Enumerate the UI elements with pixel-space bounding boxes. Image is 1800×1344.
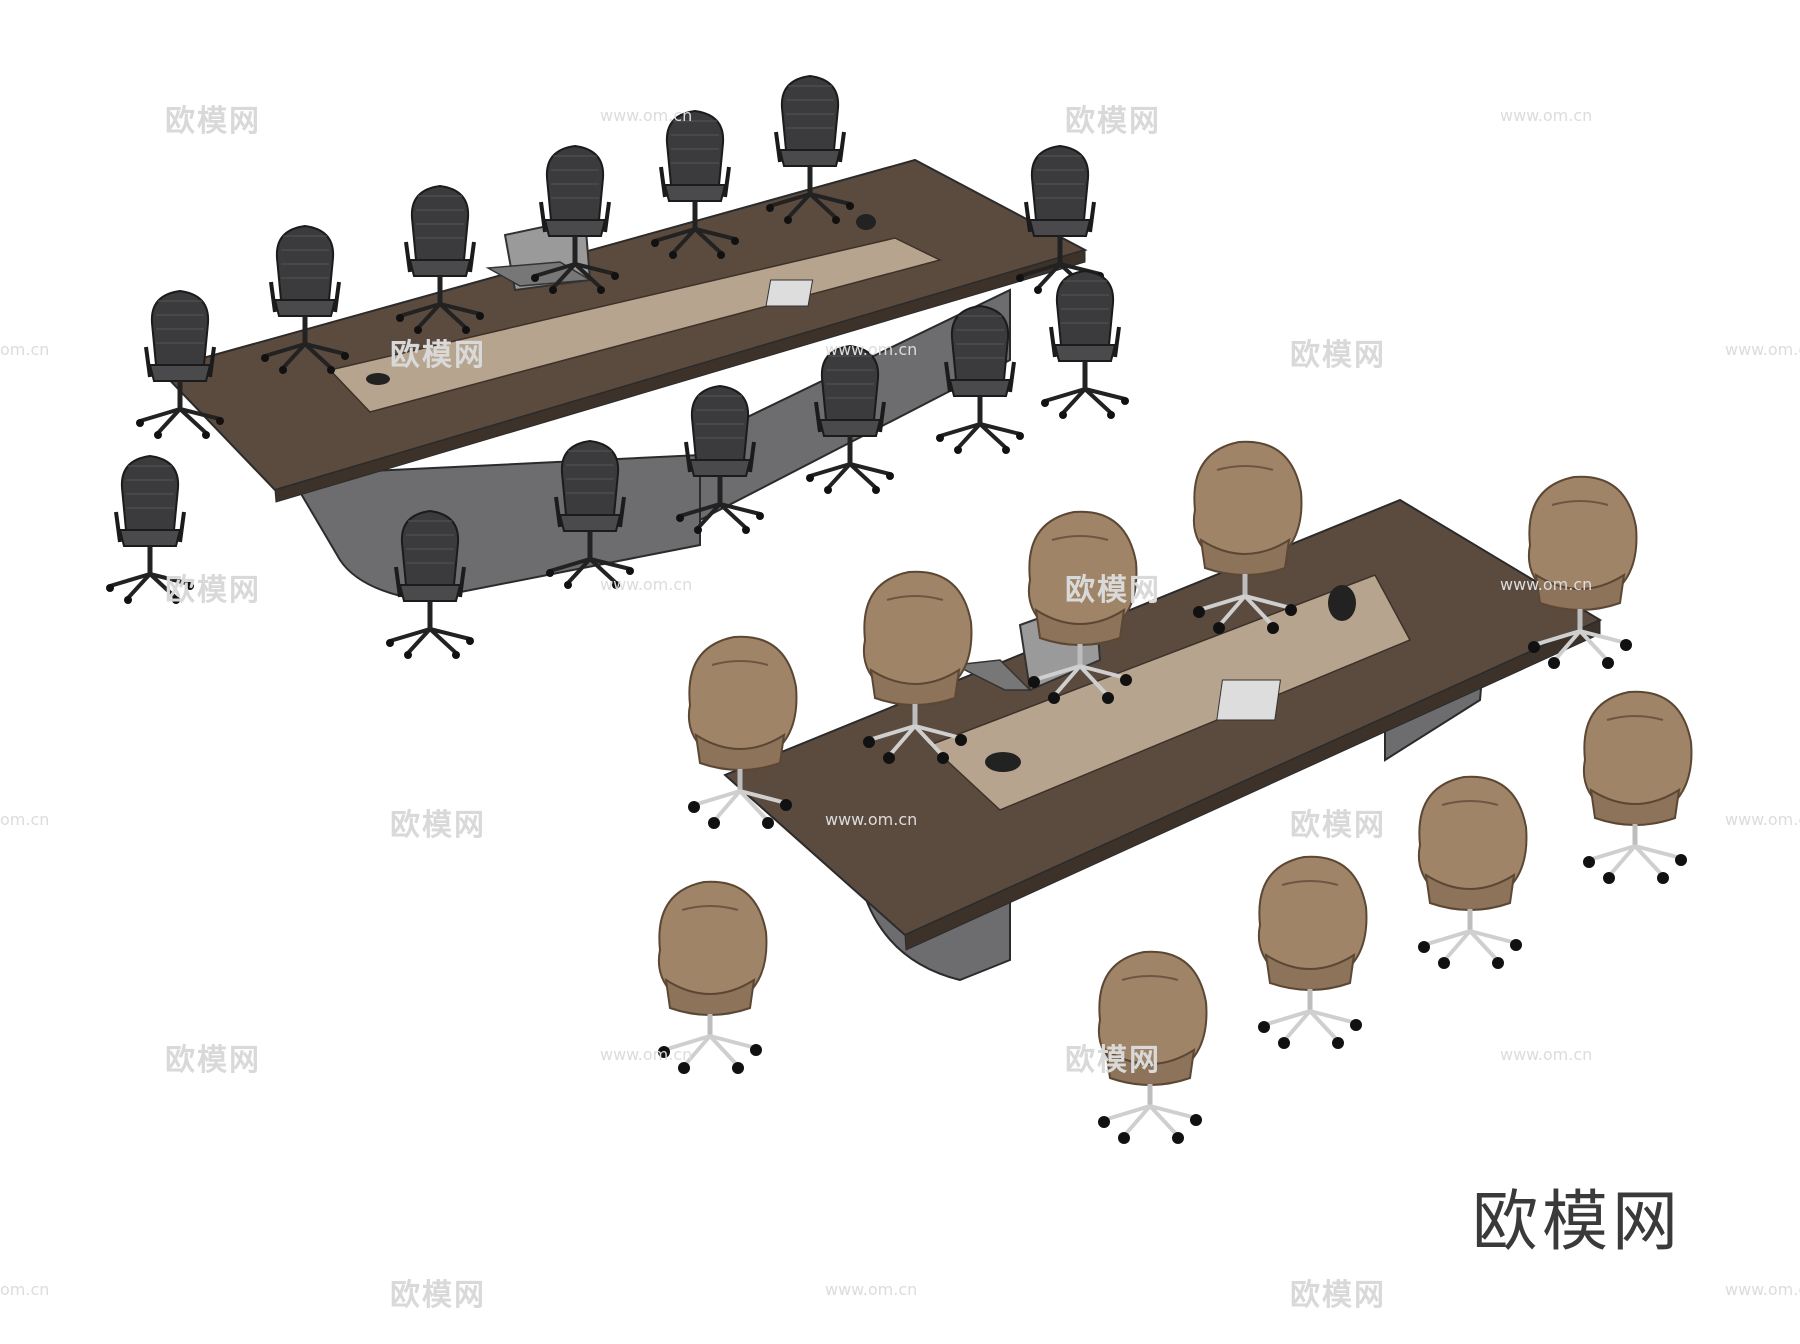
watermark-text: 欧模网	[390, 338, 486, 373]
watermark-url: www.om.cn	[600, 1045, 693, 1064]
watermark-text: 欧模网	[1290, 338, 1386, 373]
watermark-text: 欧模网	[390, 1278, 486, 1313]
watermark-text: 欧模网	[1290, 808, 1386, 843]
watermark-url: www.om.cn	[825, 1280, 918, 1299]
watermark-url: www.om.cn	[825, 810, 918, 829]
brand-logo-text: 欧模网	[1472, 1183, 1682, 1260]
watermark-text: 欧模网	[165, 104, 261, 139]
watermark-url: www.om.cn	[1725, 340, 1800, 359]
conference-table-dark	[158, 158, 1088, 602]
watermark-url: www.om.cn	[1500, 1045, 1593, 1064]
watermark-url: www.om.cn	[825, 340, 918, 359]
watermark-url: www.om.cn	[1725, 810, 1800, 829]
watermark-url: www.om.cn	[1725, 1280, 1800, 1299]
watermark-url: www.om.cn	[1500, 575, 1593, 594]
watermark-text: 欧模网	[1065, 104, 1161, 139]
watermark-text: 欧模网	[1290, 1278, 1386, 1313]
watermark-url: www.om.cn	[600, 106, 693, 125]
watermark-text: 欧模网	[165, 1043, 261, 1078]
watermark-url: om.cn	[0, 340, 50, 359]
watermark-url: om.cn	[0, 1280, 50, 1299]
watermark-url: www.om.cn	[1500, 106, 1593, 125]
watermark-text: 欧模网	[165, 573, 261, 608]
watermark-url: om.cn	[0, 810, 50, 829]
watermark-text: 欧模网	[390, 808, 486, 843]
watermark-text: 欧模网	[1065, 1043, 1161, 1078]
watermark-text: 欧模网	[1065, 573, 1161, 608]
watermark-url: www.om.cn	[600, 575, 693, 594]
